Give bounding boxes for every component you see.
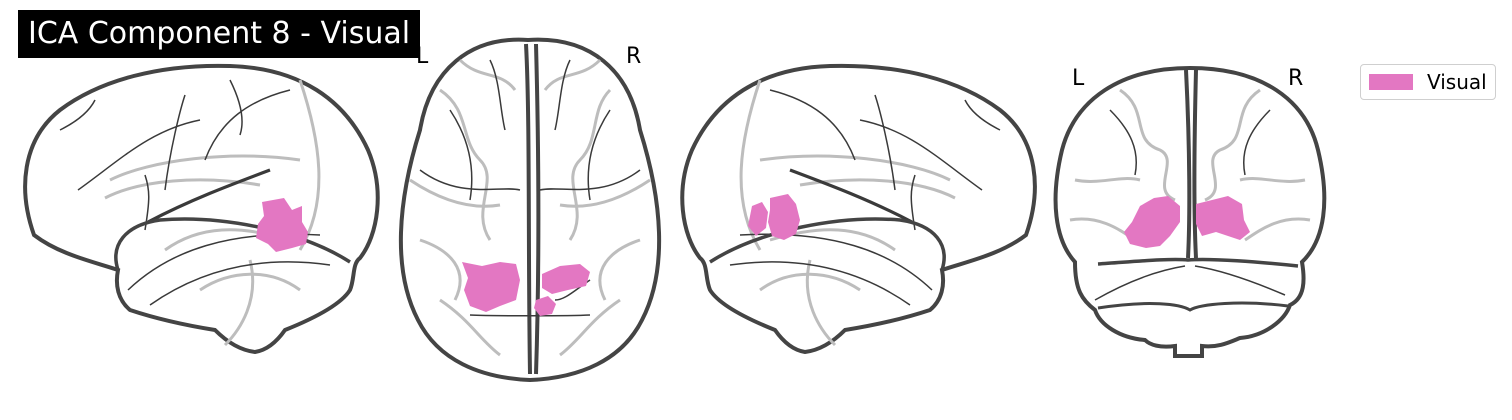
axial-view <box>398 37 662 383</box>
coronal-view <box>1053 65 1327 358</box>
legend: Visual <box>1360 64 1496 100</box>
figure-title: ICA Component 8 - Visual <box>18 10 421 58</box>
axial-left-label: L <box>416 44 429 69</box>
coronal-left-label: L <box>1072 66 1085 91</box>
axial-activation-posterior <box>534 296 556 316</box>
axial-right-label: R <box>626 44 642 69</box>
axial-activation-right <box>542 264 590 294</box>
coronal-outline <box>1053 65 1327 358</box>
legend-swatch-visual <box>1369 74 1413 90</box>
sagittal-left-outline <box>23 63 380 355</box>
sagittal-right-outline <box>680 63 1037 355</box>
sagittal-left-activation <box>256 198 308 252</box>
coronal-activation-right <box>1196 196 1250 240</box>
sagittal-right-activation <box>768 194 800 240</box>
axial-activation-left <box>462 262 520 312</box>
sagittal-left-view <box>23 63 380 355</box>
legend-label-visual: Visual <box>1427 70 1487 94</box>
sagittal-right-view <box>680 63 1037 355</box>
sagittal-right-activation-small <box>748 202 768 236</box>
coronal-right-label: R <box>1288 66 1304 91</box>
coronal-activation-left <box>1124 196 1180 248</box>
axial-outline <box>398 37 662 383</box>
